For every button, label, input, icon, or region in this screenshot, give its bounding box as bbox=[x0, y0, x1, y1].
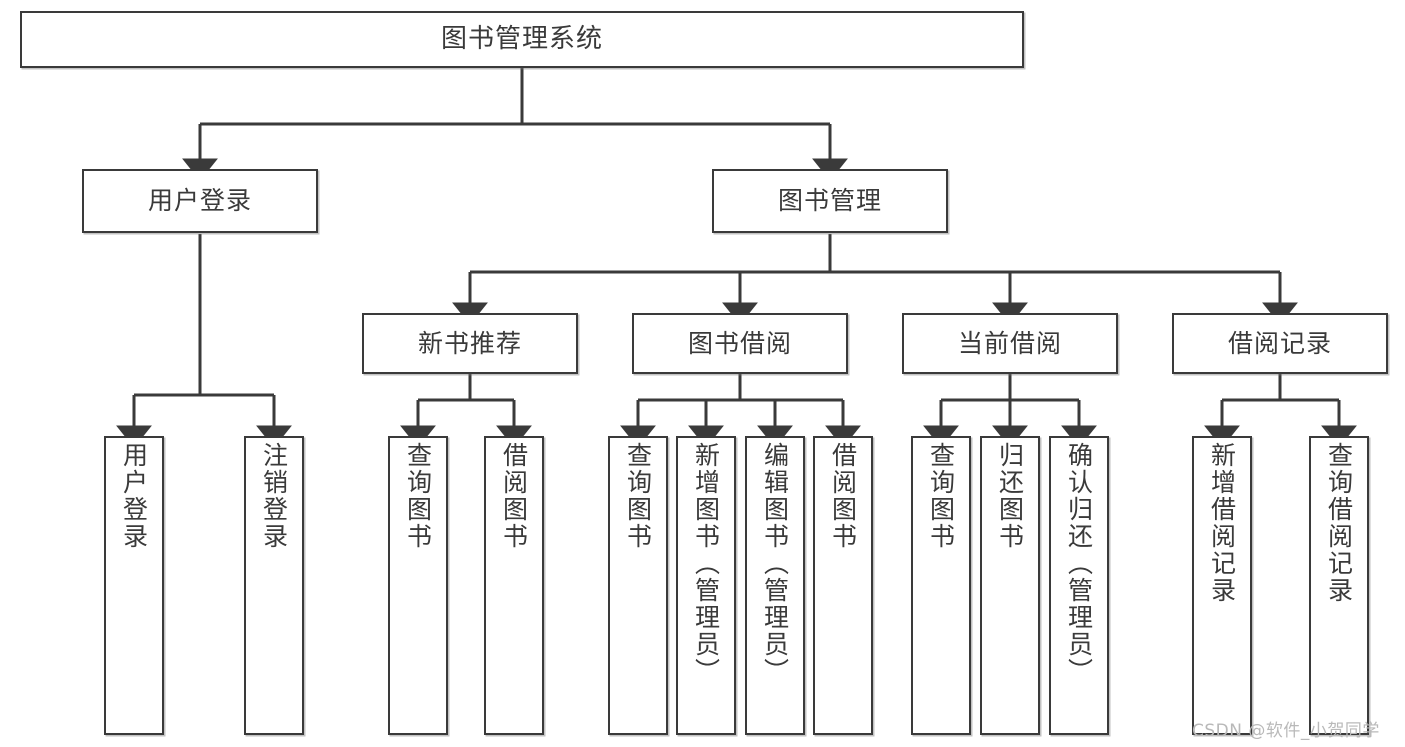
node-user-login[interactable]: 用户登录 bbox=[82, 169, 318, 233]
node-label: 图书管理系统 bbox=[440, 24, 603, 55]
leaf-user-login-login[interactable]: 用户登录 bbox=[104, 436, 164, 735]
node-label: 用户登录 bbox=[147, 186, 252, 216]
node-label: 借阅记录 bbox=[1227, 328, 1332, 358]
node-label: 注销登录 bbox=[259, 442, 289, 550]
leaf-recommend-query-book[interactable]: 查询图书 bbox=[388, 436, 448, 735]
node-borrow-record[interactable]: 借阅记录 bbox=[1172, 313, 1388, 374]
node-label: 借阅图书 bbox=[828, 442, 858, 550]
node-label: 查询借阅记录 bbox=[1324, 442, 1354, 604]
leaf-borrow-query-book[interactable]: 查询图书 bbox=[608, 436, 668, 735]
node-label: 查询图书 bbox=[926, 442, 956, 550]
leaf-borrow-borrow-book[interactable]: 借阅图书 bbox=[813, 436, 873, 735]
node-label: 借阅图书 bbox=[499, 442, 529, 550]
node-label: 图书管理 bbox=[777, 186, 882, 216]
leaf-recommend-borrow-book[interactable]: 借阅图书 bbox=[484, 436, 544, 735]
node-new-book-recommend[interactable]: 新书推荐 bbox=[362, 313, 578, 374]
node-label: 新增图书（管理员） bbox=[691, 442, 721, 685]
node-book-management[interactable]: 图书管理 bbox=[712, 169, 948, 233]
node-label: 当前借阅 bbox=[957, 328, 1062, 358]
leaf-record-add-record[interactable]: 新增借阅记录 bbox=[1192, 436, 1252, 735]
node-label: 查询图书 bbox=[403, 442, 433, 550]
node-label: 查询图书 bbox=[623, 442, 653, 550]
leaf-current-query-book[interactable]: 查询图书 bbox=[911, 436, 971, 735]
node-label: 用户登录 bbox=[119, 442, 149, 550]
node-current-borrow[interactable]: 当前借阅 bbox=[902, 313, 1118, 374]
node-label: 归还图书 bbox=[995, 442, 1025, 550]
node-label: 图书借阅 bbox=[687, 328, 792, 358]
leaf-borrow-add-book-admin[interactable]: 新增图书（管理员） bbox=[676, 436, 736, 735]
node-label: 新书推荐 bbox=[417, 328, 522, 358]
csdn-watermark: CSDN @软件_小贺同学 bbox=[1192, 721, 1380, 741]
node-label: 确认归还（管理员） bbox=[1064, 442, 1094, 685]
node-label: 编辑图书（管理员） bbox=[760, 442, 790, 685]
leaf-user-login-logout[interactable]: 注销登录 bbox=[244, 436, 304, 735]
node-book-borrow[interactable]: 图书借阅 bbox=[632, 313, 848, 374]
node-root-system[interactable]: 图书管理系统 bbox=[20, 11, 1024, 68]
leaf-record-query-record[interactable]: 查询借阅记录 bbox=[1309, 436, 1369, 735]
leaf-current-return-book[interactable]: 归还图书 bbox=[980, 436, 1040, 735]
leaf-borrow-edit-book-admin[interactable]: 编辑图书（管理员） bbox=[745, 436, 805, 735]
leaf-current-confirm-return-admin[interactable]: 确认归还（管理员） bbox=[1049, 436, 1109, 735]
node-label: 新增借阅记录 bbox=[1207, 442, 1237, 604]
